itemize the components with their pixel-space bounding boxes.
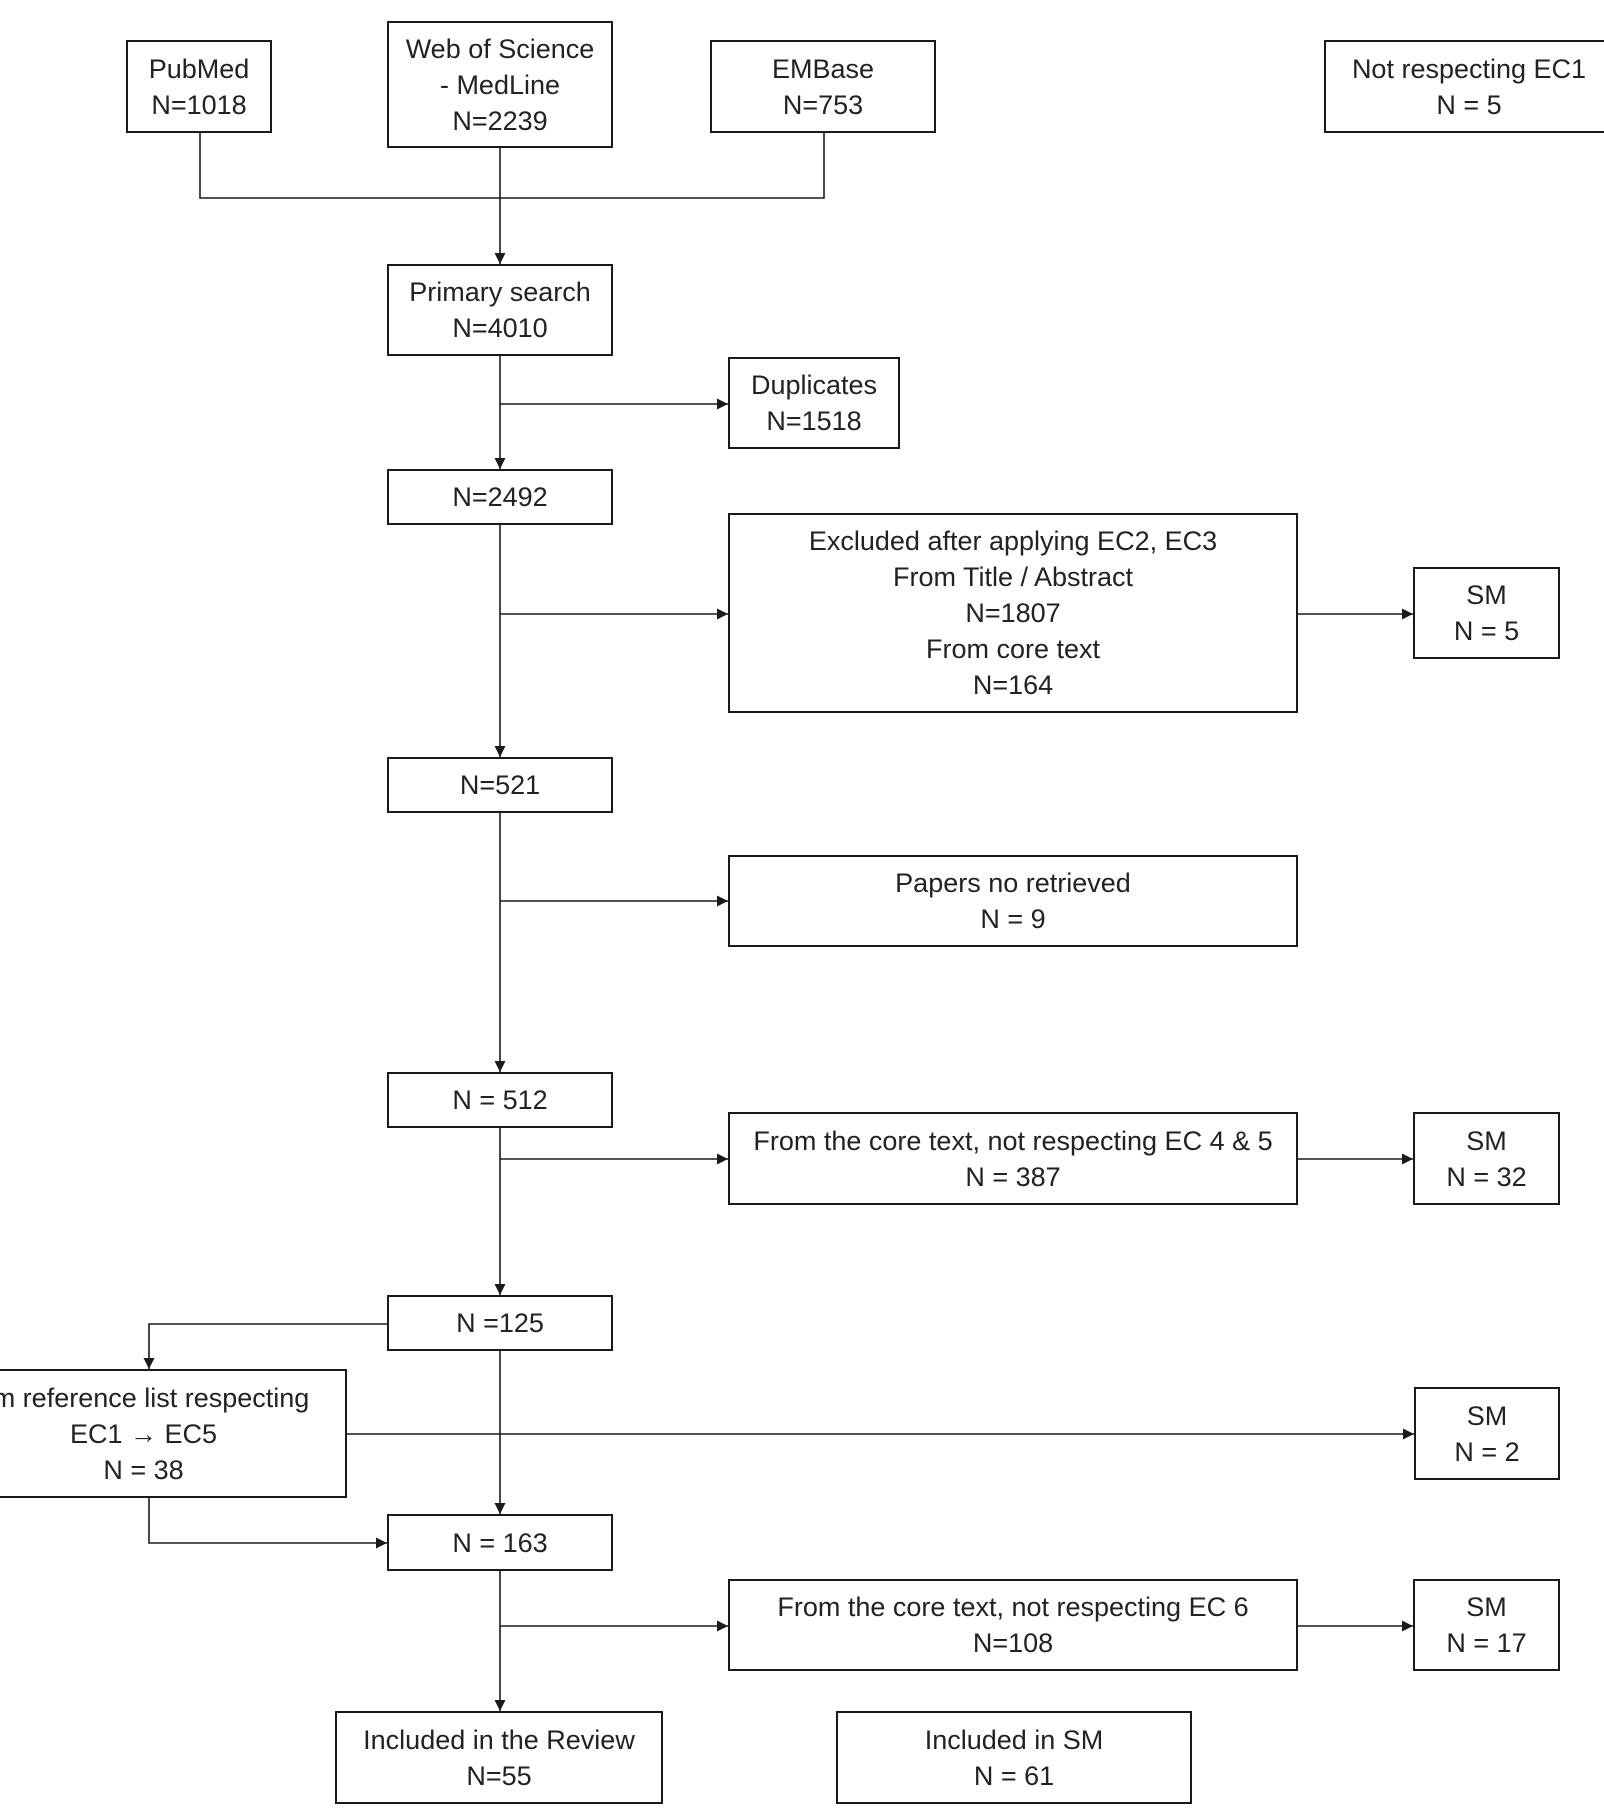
n163-box: N = 163: [387, 1514, 613, 1571]
box-text-line: From the core text, not respecting EC 4 …: [753, 1125, 1273, 1156]
box-text-line: N = 9: [980, 904, 1046, 934]
box-text-line: N=1518: [766, 406, 862, 436]
box-text-line: N=1018: [151, 89, 247, 120]
sm32-box: SM N = 32: [1413, 1112, 1560, 1205]
box-text-line: N=164: [972, 670, 1054, 700]
box-text-line: EMBase: [771, 53, 875, 84]
box-text-line: Not respecting EC1: [1351, 53, 1587, 84]
box-text-line: N=1807: [965, 598, 1061, 628]
box-text-line: From core text: [925, 634, 1101, 664]
n2492-box: N=2492: [387, 469, 613, 525]
box-text-line: N = 61: [973, 1760, 1055, 1791]
box-text-line: om reference list respecting: [0, 1382, 310, 1413]
box-text-line: Web of Science: [405, 33, 595, 64]
box-text-line: N=55: [466, 1760, 532, 1791]
sm5-box: SM N = 5: [1413, 567, 1560, 659]
box-text-line: Included in the Review: [363, 1724, 635, 1755]
box-text-line: N = 5: [1453, 616, 1520, 646]
box-text-line: PubMed: [148, 53, 250, 84]
box-text-line: From Title / Abstract: [892, 562, 1134, 592]
papers-no-retrieved-box: Papers no retrieved N = 9: [728, 855, 1298, 947]
ec4-ec5-exclusion-box: From the core text, not respecting EC 4 …: [728, 1112, 1298, 1205]
box-text-line: Included in SM: [924, 1724, 1104, 1755]
box-text-line: Duplicates: [750, 370, 878, 400]
box-text-line: N=2239: [452, 105, 548, 136]
box-text-line: N = 32: [1446, 1161, 1527, 1192]
n521-box: N=521: [387, 757, 613, 813]
box-text-line: N =125: [456, 1308, 544, 1338]
box-text-line: EC1 → EC5: [69, 1418, 218, 1449]
arrow-reference-list-to-n163: [148, 1498, 387, 1549]
connector-sources-merge: [199, 133, 825, 199]
box-text-line: - MedLine: [439, 69, 561, 100]
box-text-line: N = 38: [103, 1454, 184, 1485]
sm2-box: SM N = 2: [1414, 1387, 1560, 1480]
box-text-line: Primary search: [409, 277, 591, 307]
box-text-line: N = 5: [1436, 89, 1502, 120]
included-in-sm-box: Included in SM N = 61: [836, 1711, 1192, 1804]
box-text-line: N=4010: [452, 313, 548, 343]
box-text-line: Excluded after applying EC2, EC3: [808, 526, 1218, 556]
box-text-line: N=108: [972, 1628, 1054, 1658]
box-text-line: N = 163: [452, 1527, 548, 1558]
box-text-line: N=2492: [452, 482, 548, 512]
not-respecting-ec1-box: Not respecting EC1 N = 5: [1324, 40, 1604, 133]
box-text-line: SM: [1466, 1125, 1507, 1156]
box-text-line: SM: [1466, 580, 1507, 610]
box-text-line: N=521: [459, 770, 541, 800]
box-text-line: Papers no retrieved: [895, 868, 1131, 898]
box-text-line: N = 2: [1454, 1436, 1520, 1467]
box-text-line: SM: [1466, 1400, 1508, 1431]
box-text-line: N = 17: [1446, 1628, 1527, 1658]
box-text-line: N=753: [782, 89, 864, 120]
box-text-line: N = 512: [452, 1085, 548, 1115]
n512-box: N = 512: [387, 1072, 613, 1128]
ec6-exclusion-box: From the core text, not respecting EC 6 N…: [728, 1579, 1298, 1671]
sm17-box: SM N = 17: [1413, 1579, 1560, 1671]
box-text-line: N = 387: [965, 1161, 1061, 1192]
box-text-line: From the core text, not respecting EC 6: [777, 1592, 1249, 1622]
box-text-line: SM: [1466, 1592, 1507, 1622]
arrow-to-reference-list: [143, 1323, 387, 1369]
n125-box: N =125: [387, 1295, 613, 1351]
